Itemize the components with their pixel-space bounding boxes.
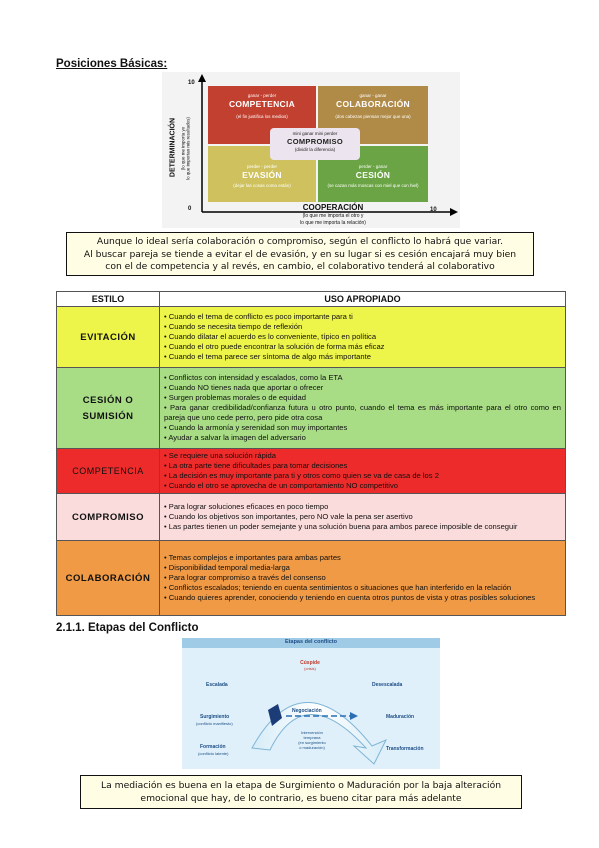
style-cell: COMPETENCIA — [56, 448, 160, 494]
x-axis-title: COOPERACIÓN — [302, 203, 364, 212]
cesion-title: CESIÓN — [355, 170, 391, 180]
list-item: • Se requiere una solución rápida — [164, 451, 276, 461]
stage-negociacion: Negociación — [292, 708, 322, 714]
table-row-competencia: COMPETENCIA • Se requiere una solución r… — [56, 448, 566, 494]
stage-cuspide: Cúspide — [300, 660, 320, 666]
table-row-colaboracion: COLABORACIÓN • Temas complejos e importa… — [56, 540, 566, 616]
cesion-desc: (se cazan más moscas con miel que con hi… — [327, 183, 419, 188]
colaboracion-title: COLABORACIÓN — [336, 99, 410, 109]
stage-formacion: Formación — [200, 744, 226, 750]
note-line: con el de competencia y al revés, en cam… — [105, 261, 495, 272]
section-heading: 2.1.1. Etapas del Conflicto — [56, 622, 199, 634]
note-line: emocional que hay, de lo contrario, es b… — [140, 792, 462, 804]
note-line: Aunque lo ideal sería colaboración o com… — [96, 236, 504, 247]
styles-table: ESTILO USO APROPIADO EVITACIÓN • Cuando … — [56, 291, 566, 616]
note-posiciones: Aunque lo ideal sería colaboración o com… — [66, 232, 534, 276]
uses-cell: • Cuando el tema de conflicto es poco im… — [159, 306, 566, 368]
x-axis-sub1: (lo que me importa el otro y — [302, 213, 364, 219]
y-axis-sub2: lo que importan mis resultados) — [185, 117, 191, 180]
quadrant-evasion: perder - perder EVASIÓN (dejar las cosas… — [208, 146, 316, 202]
competencia-title: COMPETENCIA — [228, 99, 296, 109]
stage-maduracion: Maduración — [386, 714, 415, 720]
list-item: • Cuando se necesita tiempo de reflexión — [164, 322, 303, 332]
list-item: • Las partes tienen un poder semejante y… — [164, 521, 518, 531]
list-item: • La decisión es muy importante para ti … — [164, 471, 439, 480]
stage-escalada: Escalada — [206, 682, 228, 688]
list-item: • Cuando la armonía y serenidad son muy … — [164, 422, 348, 432]
x-max-label: 10 — [430, 207, 437, 213]
section-heading: Posiciones Básicas: — [56, 58, 168, 70]
stage-desescalada: Desescalada — [372, 682, 403, 688]
list-item: • Para lograr soluciones eficaces en poc… — [164, 502, 329, 512]
stages-arc — [182, 638, 440, 765]
list-item: • Surgen problemas morales o de equidad — [164, 393, 306, 403]
y-max-label: 10 — [188, 80, 195, 86]
style-cell: COLABORACIÓN — [56, 540, 160, 616]
list-item: • Conflictos con intensidad y escalados,… — [164, 373, 343, 383]
list-item: • Para ganar credibilidad/confianza futu… — [164, 403, 561, 422]
intervencion-line: (en surgimiento — [298, 740, 326, 745]
note-line: La mediación es buena en la etapa de Sur… — [100, 780, 502, 791]
list-item: • Para lograr compromiso a través del co… — [164, 573, 326, 583]
cesion-small: perder - ganar — [358, 164, 388, 169]
compromiso-title: COMPROMISO — [287, 137, 343, 146]
x-axis-sub2: lo que me importa la relación) — [300, 220, 366, 226]
stage-surgimiento: Surgimiento — [200, 714, 230, 720]
competencia-small: ganar - perder — [247, 93, 277, 98]
note-line: Al buscar pareja se tiende a evitar el d… — [83, 248, 517, 260]
matrix-axes — [198, 74, 458, 216]
y-axis-title: DETERMINACIÓN — [169, 117, 177, 178]
list-item: • Cuando NO tienes nada que aportar o of… — [164, 383, 324, 393]
stage-intervencion: Intervención temprana (en surgimiento o … — [282, 730, 342, 750]
list-item: • Conflictos escalados; teniendo en cuen… — [164, 582, 512, 592]
intervencion-line: o maduración) — [299, 745, 325, 750]
compromiso-desc: (dividir la diferencia) — [294, 147, 336, 152]
colaboracion-small: ganar - ganar — [359, 93, 387, 98]
column-header-estilo: ESTILO — [56, 291, 160, 307]
style-line: CESIÓN O — [82, 394, 134, 406]
list-item: • Cuando quieres aprender, conociendo y … — [164, 592, 536, 602]
intervencion-line: Intervención — [301, 730, 323, 735]
list-item: • Cuando el tema de conflicto es poco im… — [164, 312, 353, 322]
table-header-row: ESTILO USO APROPIADO — [56, 291, 566, 307]
uses-cell: • Se requiere una solución rápida • La o… — [159, 448, 566, 494]
style-line: SUMISIÓN — [82, 410, 134, 422]
style-cell: EVITACIÓN — [56, 306, 160, 368]
list-item: • Cuando el otro se aprovecha de un comp… — [164, 480, 398, 490]
list-item: • La otra parte tiene dificultades para … — [164, 461, 348, 471]
list-item: • Cuando dilatar el acuerdo es lo conven… — [164, 332, 377, 342]
uses-cell: • Conflictos con intensidad y escalados,… — [159, 367, 566, 449]
list-item: • Cuando los objetivos son importantes, … — [164, 512, 413, 522]
intervencion-line: temprana — [303, 735, 321, 740]
list-item: • Temas complejos e importantes para amb… — [164, 553, 341, 563]
competencia-desc: (el fin justifica los medios) — [236, 114, 288, 119]
quadrant-compromiso: mini ganar mini perder COMPROMISO (divid… — [270, 128, 360, 160]
uses-cell: • Temas complejos e importantes para amb… — [159, 540, 566, 616]
style-cell: COMPROMISO — [56, 493, 160, 541]
list-item: • Cuando el tema parece ser síntoma de a… — [164, 351, 371, 361]
conflict-stages-diagram: Etapas del conflicto Cúspide (crisis) Es… — [182, 638, 440, 769]
evasion-small: perder - perder — [246, 164, 277, 169]
table-row-cesion: CESIÓN O SUMISIÓN • Conflictos con inten… — [56, 367, 566, 449]
colaboracion-desc: (dos cabezas piensan mejor que una) — [335, 114, 411, 119]
list-item: • Ayudar a salvar la imagen del adversar… — [164, 432, 306, 442]
origin-label: 0 — [188, 206, 192, 212]
stages-title: Etapas del conflicto — [285, 639, 337, 645]
style-cell: CESIÓN O SUMISIÓN — [56, 367, 160, 449]
list-item: • Disponibilidad temporal media-larga — [164, 563, 290, 573]
evasion-title: EVASIÓN — [242, 170, 282, 180]
stage-transformacion: Transformación — [386, 746, 424, 752]
stage-cuspide-sub: (crisis) — [304, 666, 316, 671]
uses-cell: • Para lograr soluciones eficaces en poc… — [159, 493, 566, 541]
list-item: • Cuando el otro puede encontrar la solu… — [164, 341, 385, 351]
evasion-desc: (dejar las cosas como están) — [233, 183, 291, 188]
stage-surgimiento-sub: (conflicto manifiesto) — [196, 721, 233, 726]
table-row-compromiso: COMPROMISO • Para lograr soluciones efic… — [56, 493, 566, 541]
stage-formacion-sub: (conflicto latente) — [198, 751, 229, 756]
note-mediacion: La mediación es buena en la etapa de Sur… — [80, 775, 522, 809]
compromiso-small: mini ganar mini perder — [292, 131, 338, 136]
column-header-uso: USO APROPIADO — [159, 291, 566, 307]
positions-matrix: 10 0 10 DETERMINACIÓN (lo que me importa… — [162, 72, 460, 228]
table-row-evitacion: EVITACIÓN • Cuando el tema de conflicto … — [56, 306, 566, 368]
